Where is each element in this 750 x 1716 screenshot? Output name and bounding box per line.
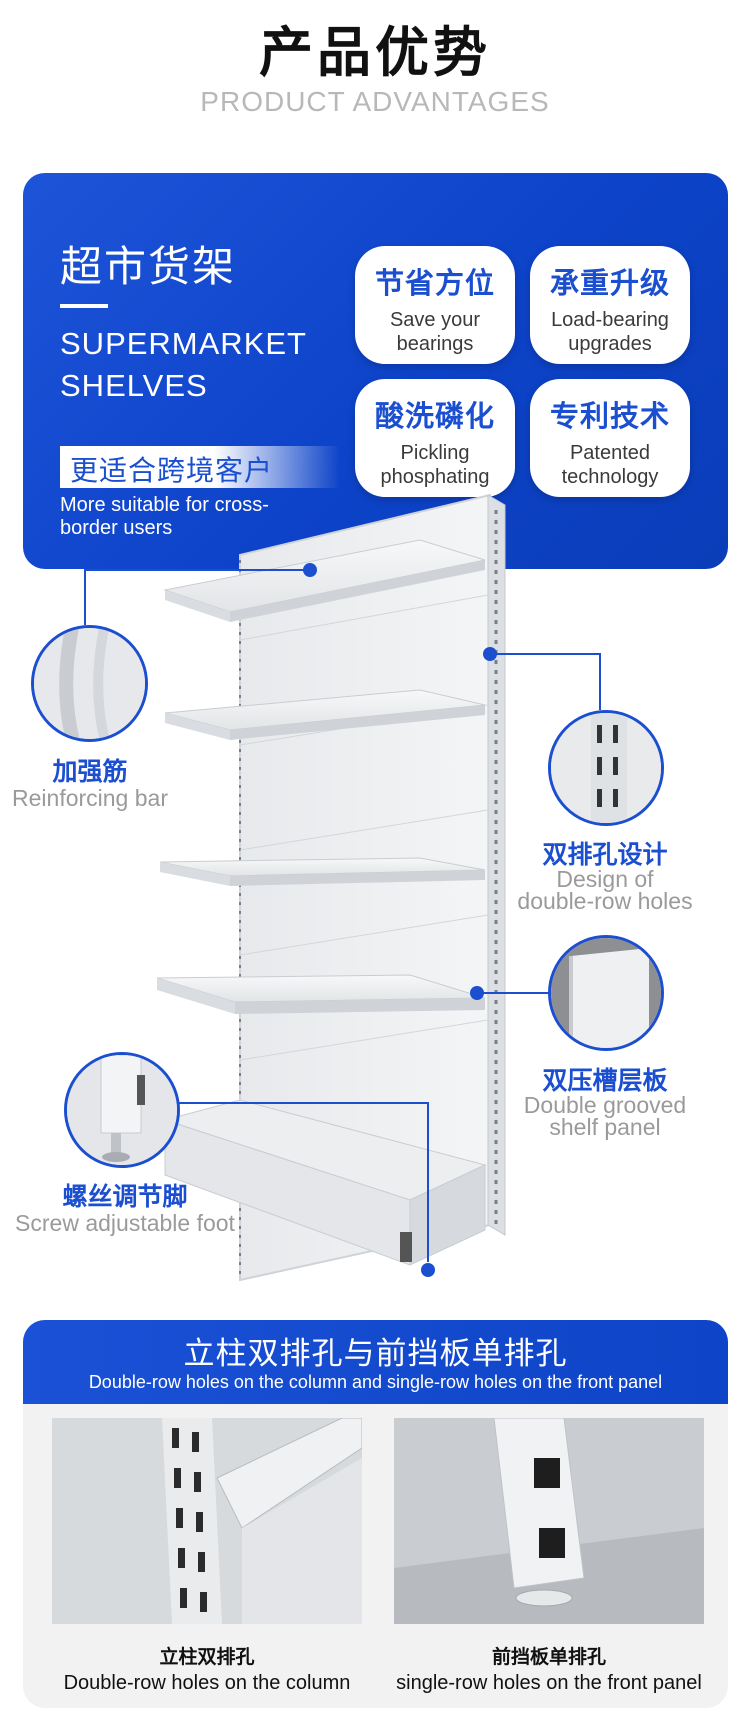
grooved-panel-closeup xyxy=(548,935,664,1051)
bottom-title-cn: 立柱双排孔与前挡板单排孔 xyxy=(183,1336,568,1372)
double-row-holes-closeup xyxy=(548,710,664,826)
feature-card-save-bearings: 节省方位 Save your bearings xyxy=(355,246,515,364)
feature-title-cn: 节省方位 xyxy=(374,266,495,300)
feature-title-cn: 专利技术 xyxy=(549,399,670,433)
callout-reinforcing-en: Reinforcing bar xyxy=(12,785,168,811)
callout-holes-en: Design of double-row holes xyxy=(517,866,693,914)
column-holes-photo xyxy=(52,1418,362,1624)
callout-line-foot xyxy=(175,1102,429,1262)
adjustable-foot-image xyxy=(67,1055,177,1165)
feature-title-en: Save your bearings xyxy=(389,309,481,355)
hero-title-cn: 超市货架 xyxy=(60,242,237,291)
callout-foot-en: Screw adjustable foot xyxy=(15,1210,235,1236)
hero-subtitle-cn: 更适合跨境客户 xyxy=(70,454,274,487)
shelf-level-3 xyxy=(159,857,486,886)
callout-dot xyxy=(470,986,484,1000)
reinforcing-bar-closeup xyxy=(31,625,148,742)
callout-dot xyxy=(303,563,317,577)
feature-title-cn: 酸洗磷化 xyxy=(374,399,495,433)
callout-grooved-en: Double grooved shelf panel xyxy=(523,1092,687,1140)
feature-card-patented: 专利技术 Patented technology xyxy=(530,379,690,497)
bottom-header-band xyxy=(23,1320,728,1404)
callout-line-reinforcing xyxy=(84,569,305,625)
feature-card-load-bearing: 承重升级 Load-bearing upgrades xyxy=(530,246,690,364)
feature-card-pickling: 酸洗磷化 Pickling phosphating xyxy=(355,379,515,497)
photo-column-holes xyxy=(52,1418,362,1624)
reinforcing-bar-image xyxy=(34,628,145,739)
photo-front-panel-holes xyxy=(394,1418,704,1624)
feature-title-en: Patented technology xyxy=(561,442,659,488)
shelf-level-4 xyxy=(156,974,486,1014)
callout-reinforcing-cn: 加强筋 xyxy=(52,757,128,786)
callout-line-holes xyxy=(490,653,601,710)
hero-subtitle-band xyxy=(60,446,340,488)
hero-title-en: SUPERMARKET SHELVES xyxy=(60,326,307,403)
grooved-panel-image xyxy=(551,938,661,1048)
shelf-upright xyxy=(487,494,506,1236)
callout-dot xyxy=(483,647,497,661)
feature-title-en: Pickling phosphating xyxy=(380,442,490,488)
bottom-title-en: Double-row holes on the column and singl… xyxy=(88,1372,663,1392)
column-holes-image xyxy=(551,713,661,823)
callout-grooved-cn: 双压槽层板 xyxy=(542,1066,668,1095)
callout-holes-cn: 双排孔设计 xyxy=(542,840,668,869)
photo-caption-column-cn: 立柱双排孔 xyxy=(159,1646,255,1668)
shelf-level-1 xyxy=(163,539,486,622)
callout-foot-cn: 螺丝调节脚 xyxy=(62,1182,188,1211)
hero-panel xyxy=(23,173,728,569)
feature-title-cn: 承重升级 xyxy=(549,266,670,300)
photo-caption-column-en: Double-row holes on the column xyxy=(63,1672,351,1694)
adjustable-foot-closeup xyxy=(64,1052,180,1168)
photo-caption-front-cn: 前挡板单排孔 xyxy=(491,1646,606,1668)
shelf-level-2 xyxy=(164,689,486,740)
photo-caption-front-en: single-row holes on the front panel xyxy=(396,1672,702,1694)
feature-title-en: Load-bearing upgrades xyxy=(551,309,669,355)
callout-dot xyxy=(421,1263,435,1277)
shelf-illustration xyxy=(84,493,601,1282)
hero-divider xyxy=(60,304,108,308)
page-subtitle: PRODUCT ADVANTAGES xyxy=(200,86,550,117)
page-title: 产品优势 xyxy=(259,21,491,84)
front-panel-holes-photo xyxy=(394,1418,704,1624)
hero-subtitle-en: More suitable for cross-border users xyxy=(60,494,269,539)
